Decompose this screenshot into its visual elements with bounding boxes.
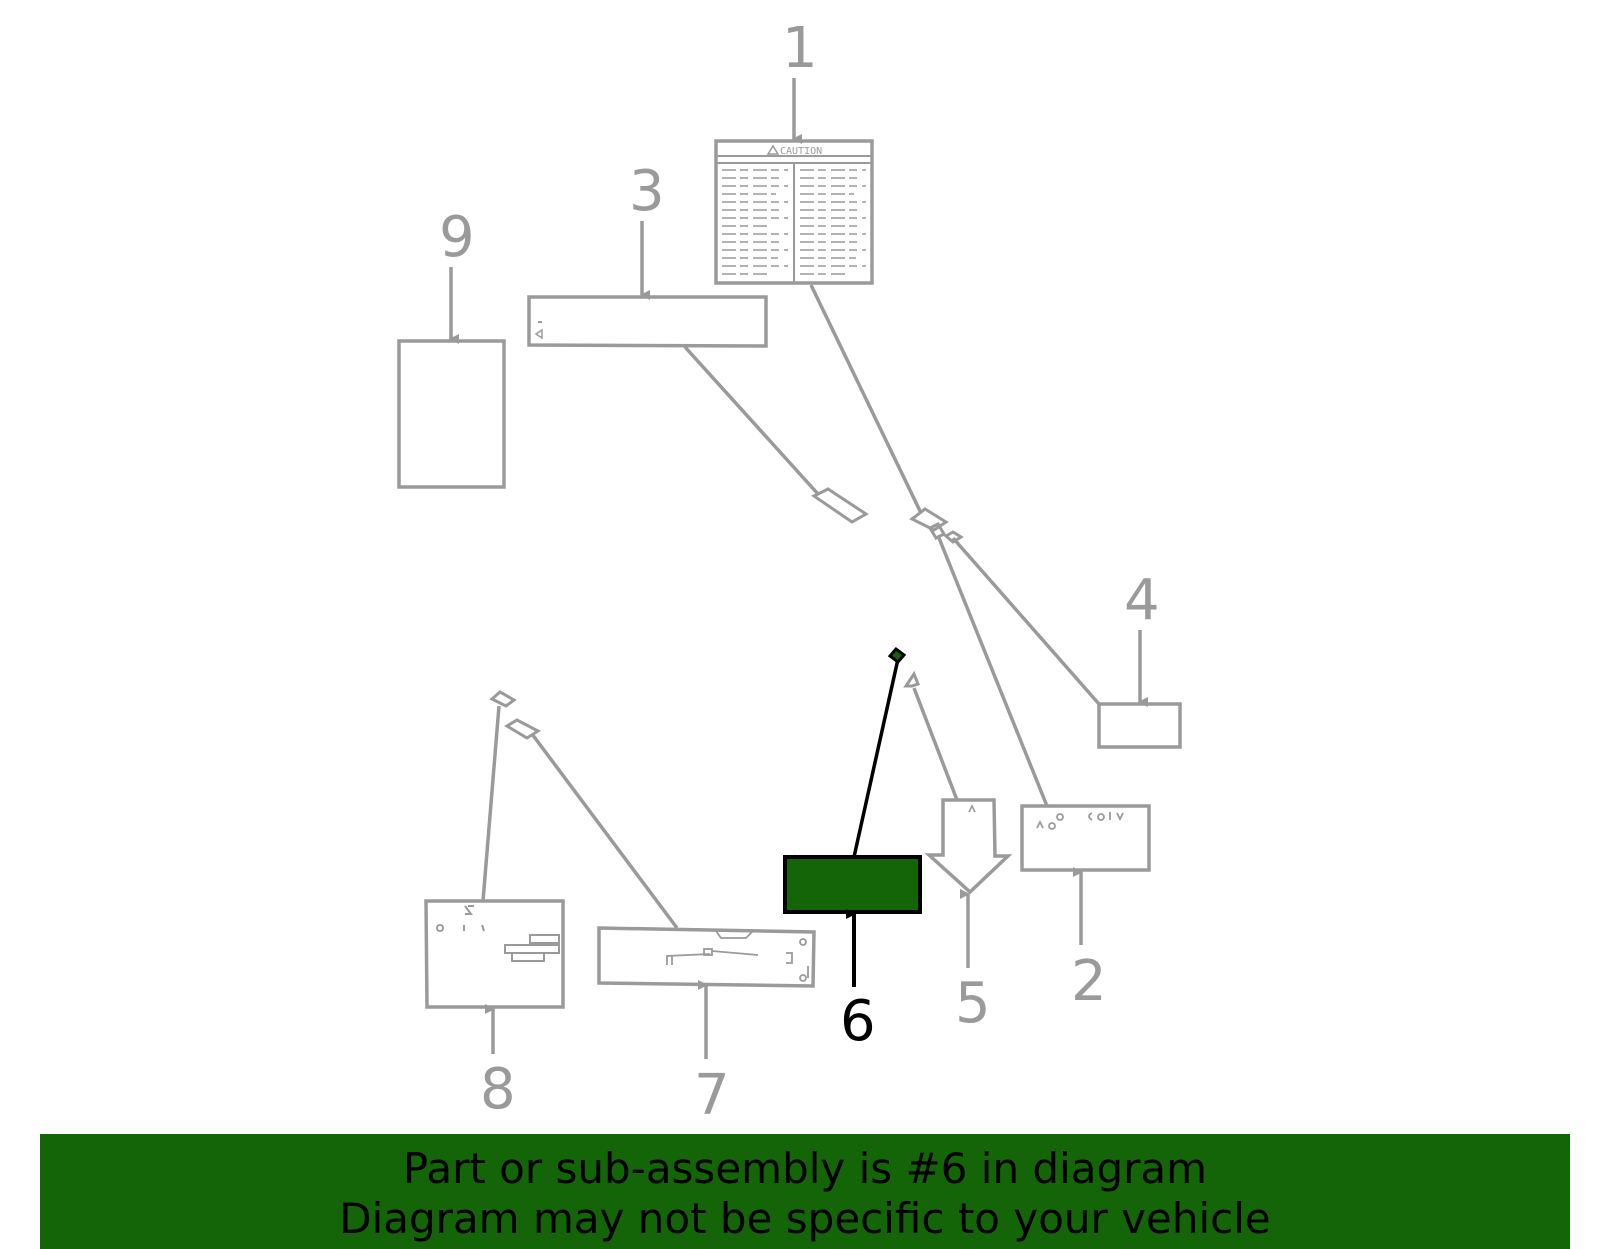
part-3-location [811, 487, 869, 524]
callout-2[interactable]: 2 [1071, 949, 1107, 1014]
info-banner: Part or sub-assembly is #6 in diagram Di… [40, 1134, 1570, 1249]
part-7-label[interactable] [597, 926, 816, 988]
part-1-leader [809, 284, 923, 514]
callout-8[interactable]: 8 [480, 1057, 516, 1122]
part-6-leader [852, 658, 900, 858]
banner-line-2: Diagram may not be specific to your vehi… [339, 1194, 1271, 1243]
part-5-location [903, 670, 920, 688]
banner-line-1: Part or sub-assembly is #6 in diagram [402, 1144, 1208, 1193]
part-5-label[interactable] [924, 798, 1013, 895]
part-1-caution-label[interactable]: CAUTION [714, 139, 874, 285]
part-4-leader [951, 536, 1101, 706]
callout-5[interactable]: 5 [955, 971, 991, 1036]
part-2-label[interactable] [1020, 804, 1151, 872]
part-4-location [943, 530, 964, 544]
part-8-location [489, 690, 517, 708]
callout-6[interactable]: 6 [840, 989, 876, 1054]
part-1-location [909, 507, 949, 532]
part-4-label[interactable] [1097, 702, 1182, 749]
part-5-mark [968, 804, 976, 813]
callout-1[interactable]: 1 [782, 16, 818, 81]
callout-3[interactable]: 3 [629, 159, 665, 224]
caution-text: CAUTION [780, 146, 822, 157]
part-3-leader [683, 345, 820, 496]
callout-9[interactable]: 9 [439, 205, 475, 270]
part-3-label[interactable] [527, 295, 768, 348]
part-2-location [927, 522, 947, 540]
part-6-label[interactable] [783, 855, 922, 914]
part-7-leader [530, 732, 679, 930]
part-9-label[interactable] [397, 339, 506, 489]
part-8-label[interactable] [424, 899, 565, 1009]
callout-4[interactable]: 4 [1124, 568, 1160, 633]
part-8-leader [481, 705, 501, 902]
part-2-leader [937, 537, 1049, 807]
part-6-location [887, 646, 907, 665]
part-7-location [504, 718, 541, 740]
part-5-leader [912, 687, 959, 801]
callout-7[interactable]: 7 [694, 1063, 730, 1128]
